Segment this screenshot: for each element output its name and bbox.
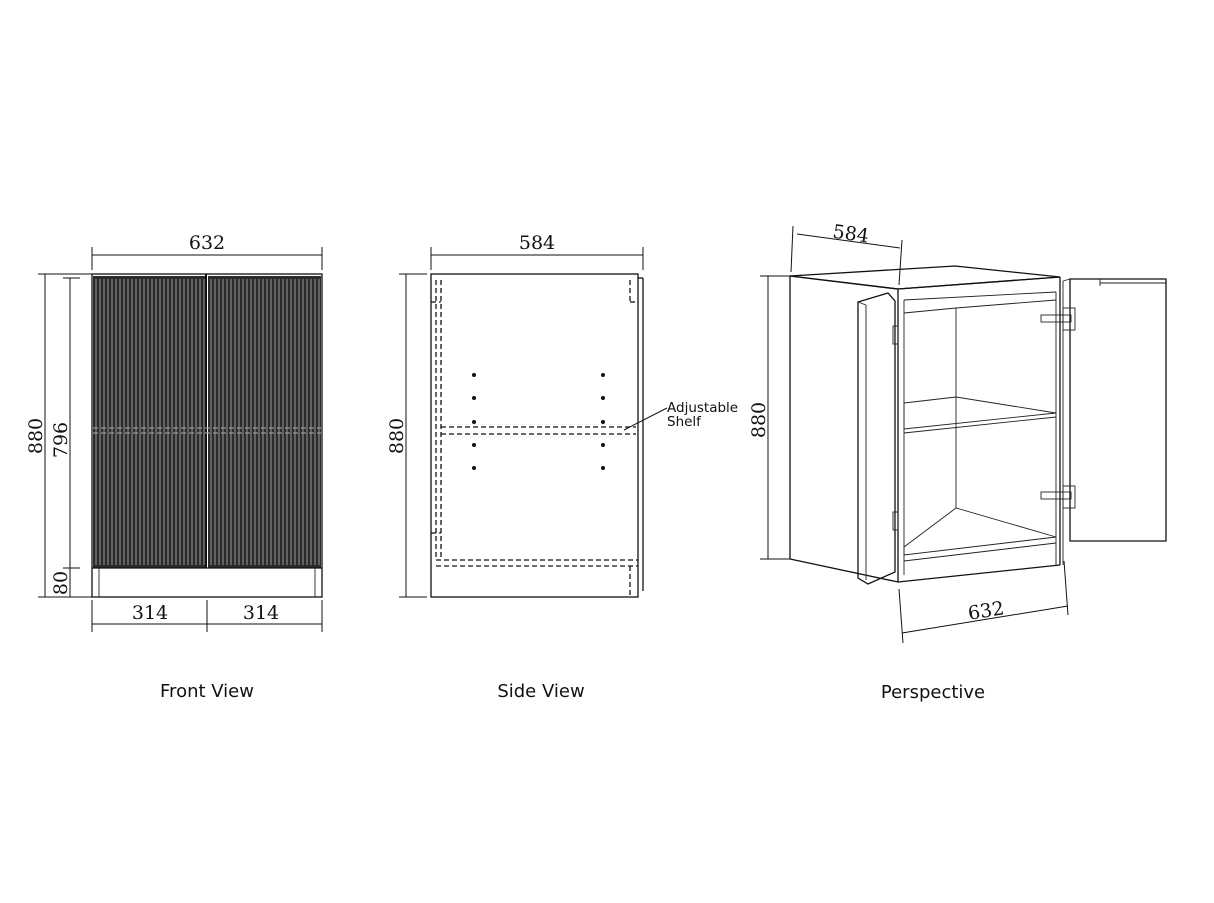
shelf-callout-line1: Adjustable	[667, 400, 738, 416]
front-height-dimensions: 880 796 80	[25, 273, 92, 598]
side-view: 584 880	[386, 232, 738, 702]
perspective-view: 584 880 632	[748, 221, 1167, 703]
door-height-label: 796	[50, 422, 72, 458]
perspective-height-dimension: 880	[748, 275, 790, 560]
perspective-depth-label: 584	[831, 221, 870, 248]
left-door-width-label: 314	[132, 602, 168, 624]
adjustable-shelf-callout: Adjustable Shelf	[623, 400, 738, 431]
perspective-cabinet	[789, 265, 1061, 583]
front-width-label: 632	[189, 232, 225, 254]
left-open-door	[857, 292, 899, 585]
front-cabinet	[91, 273, 323, 598]
lower-hinge	[1040, 485, 1076, 509]
perspective-width-label: 632	[966, 597, 1005, 624]
perspective-caption: Perspective	[881, 682, 985, 703]
side-depth-dimension: 584	[430, 232, 644, 270]
side-view-caption: Side View	[497, 681, 584, 702]
side-height-dimension: 880	[386, 273, 427, 598]
right-door-panel	[208, 276, 321, 568]
door-flutes	[95, 279, 320, 565]
perspective-depth-dimension: 584	[790, 221, 903, 286]
front-view: 632 880 796	[25, 232, 323, 702]
right-open-door	[1040, 278, 1167, 565]
plinth-height-label: 80	[50, 571, 72, 595]
upper-hinge	[1040, 307, 1076, 331]
shelf-callout-line2: Shelf	[667, 414, 702, 430]
side-cabinet	[430, 273, 644, 598]
door-width-dimensions: 314 314	[91, 600, 323, 632]
front-view-caption: Front View	[160, 681, 254, 702]
right-door-width-label: 314	[243, 602, 279, 624]
side-depth-label: 584	[519, 232, 555, 254]
side-height-label: 880	[386, 418, 408, 454]
perspective-height-label: 880	[748, 402, 770, 438]
front-width-dimension: 632	[91, 232, 323, 270]
front-height-label: 880	[25, 418, 47, 454]
shelf-pin-holes	[472, 373, 605, 470]
